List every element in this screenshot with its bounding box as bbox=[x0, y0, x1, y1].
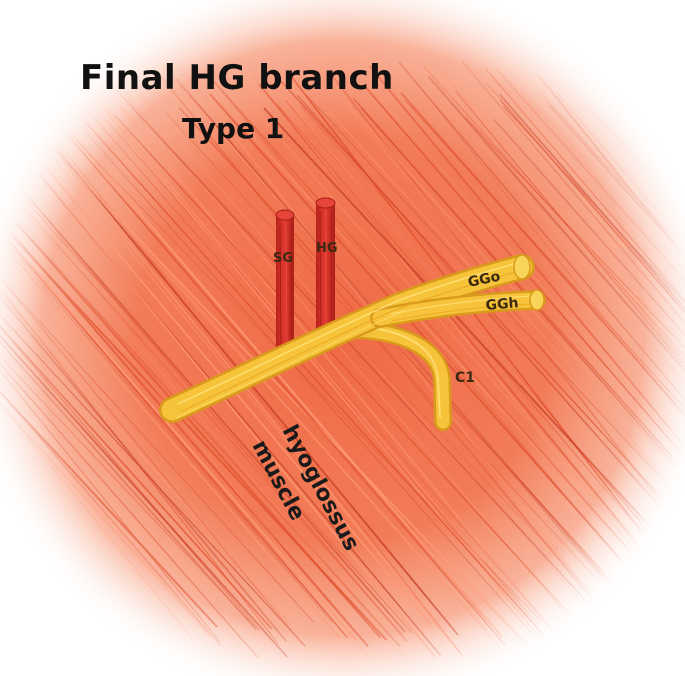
ggh-label: GGh bbox=[485, 295, 519, 314]
hg-label: HG bbox=[316, 241, 338, 256]
diagram-title: Final HG branch bbox=[80, 58, 394, 98]
sg-label: SG bbox=[273, 251, 293, 266]
ggh-end bbox=[530, 290, 544, 310]
ggo-end bbox=[514, 255, 530, 279]
c1-label: C1 bbox=[455, 370, 475, 386]
hg-vessel bbox=[316, 198, 335, 335]
sg-vessel bbox=[276, 210, 294, 353]
diagram-subtitle: Type 1 bbox=[182, 112, 284, 145]
